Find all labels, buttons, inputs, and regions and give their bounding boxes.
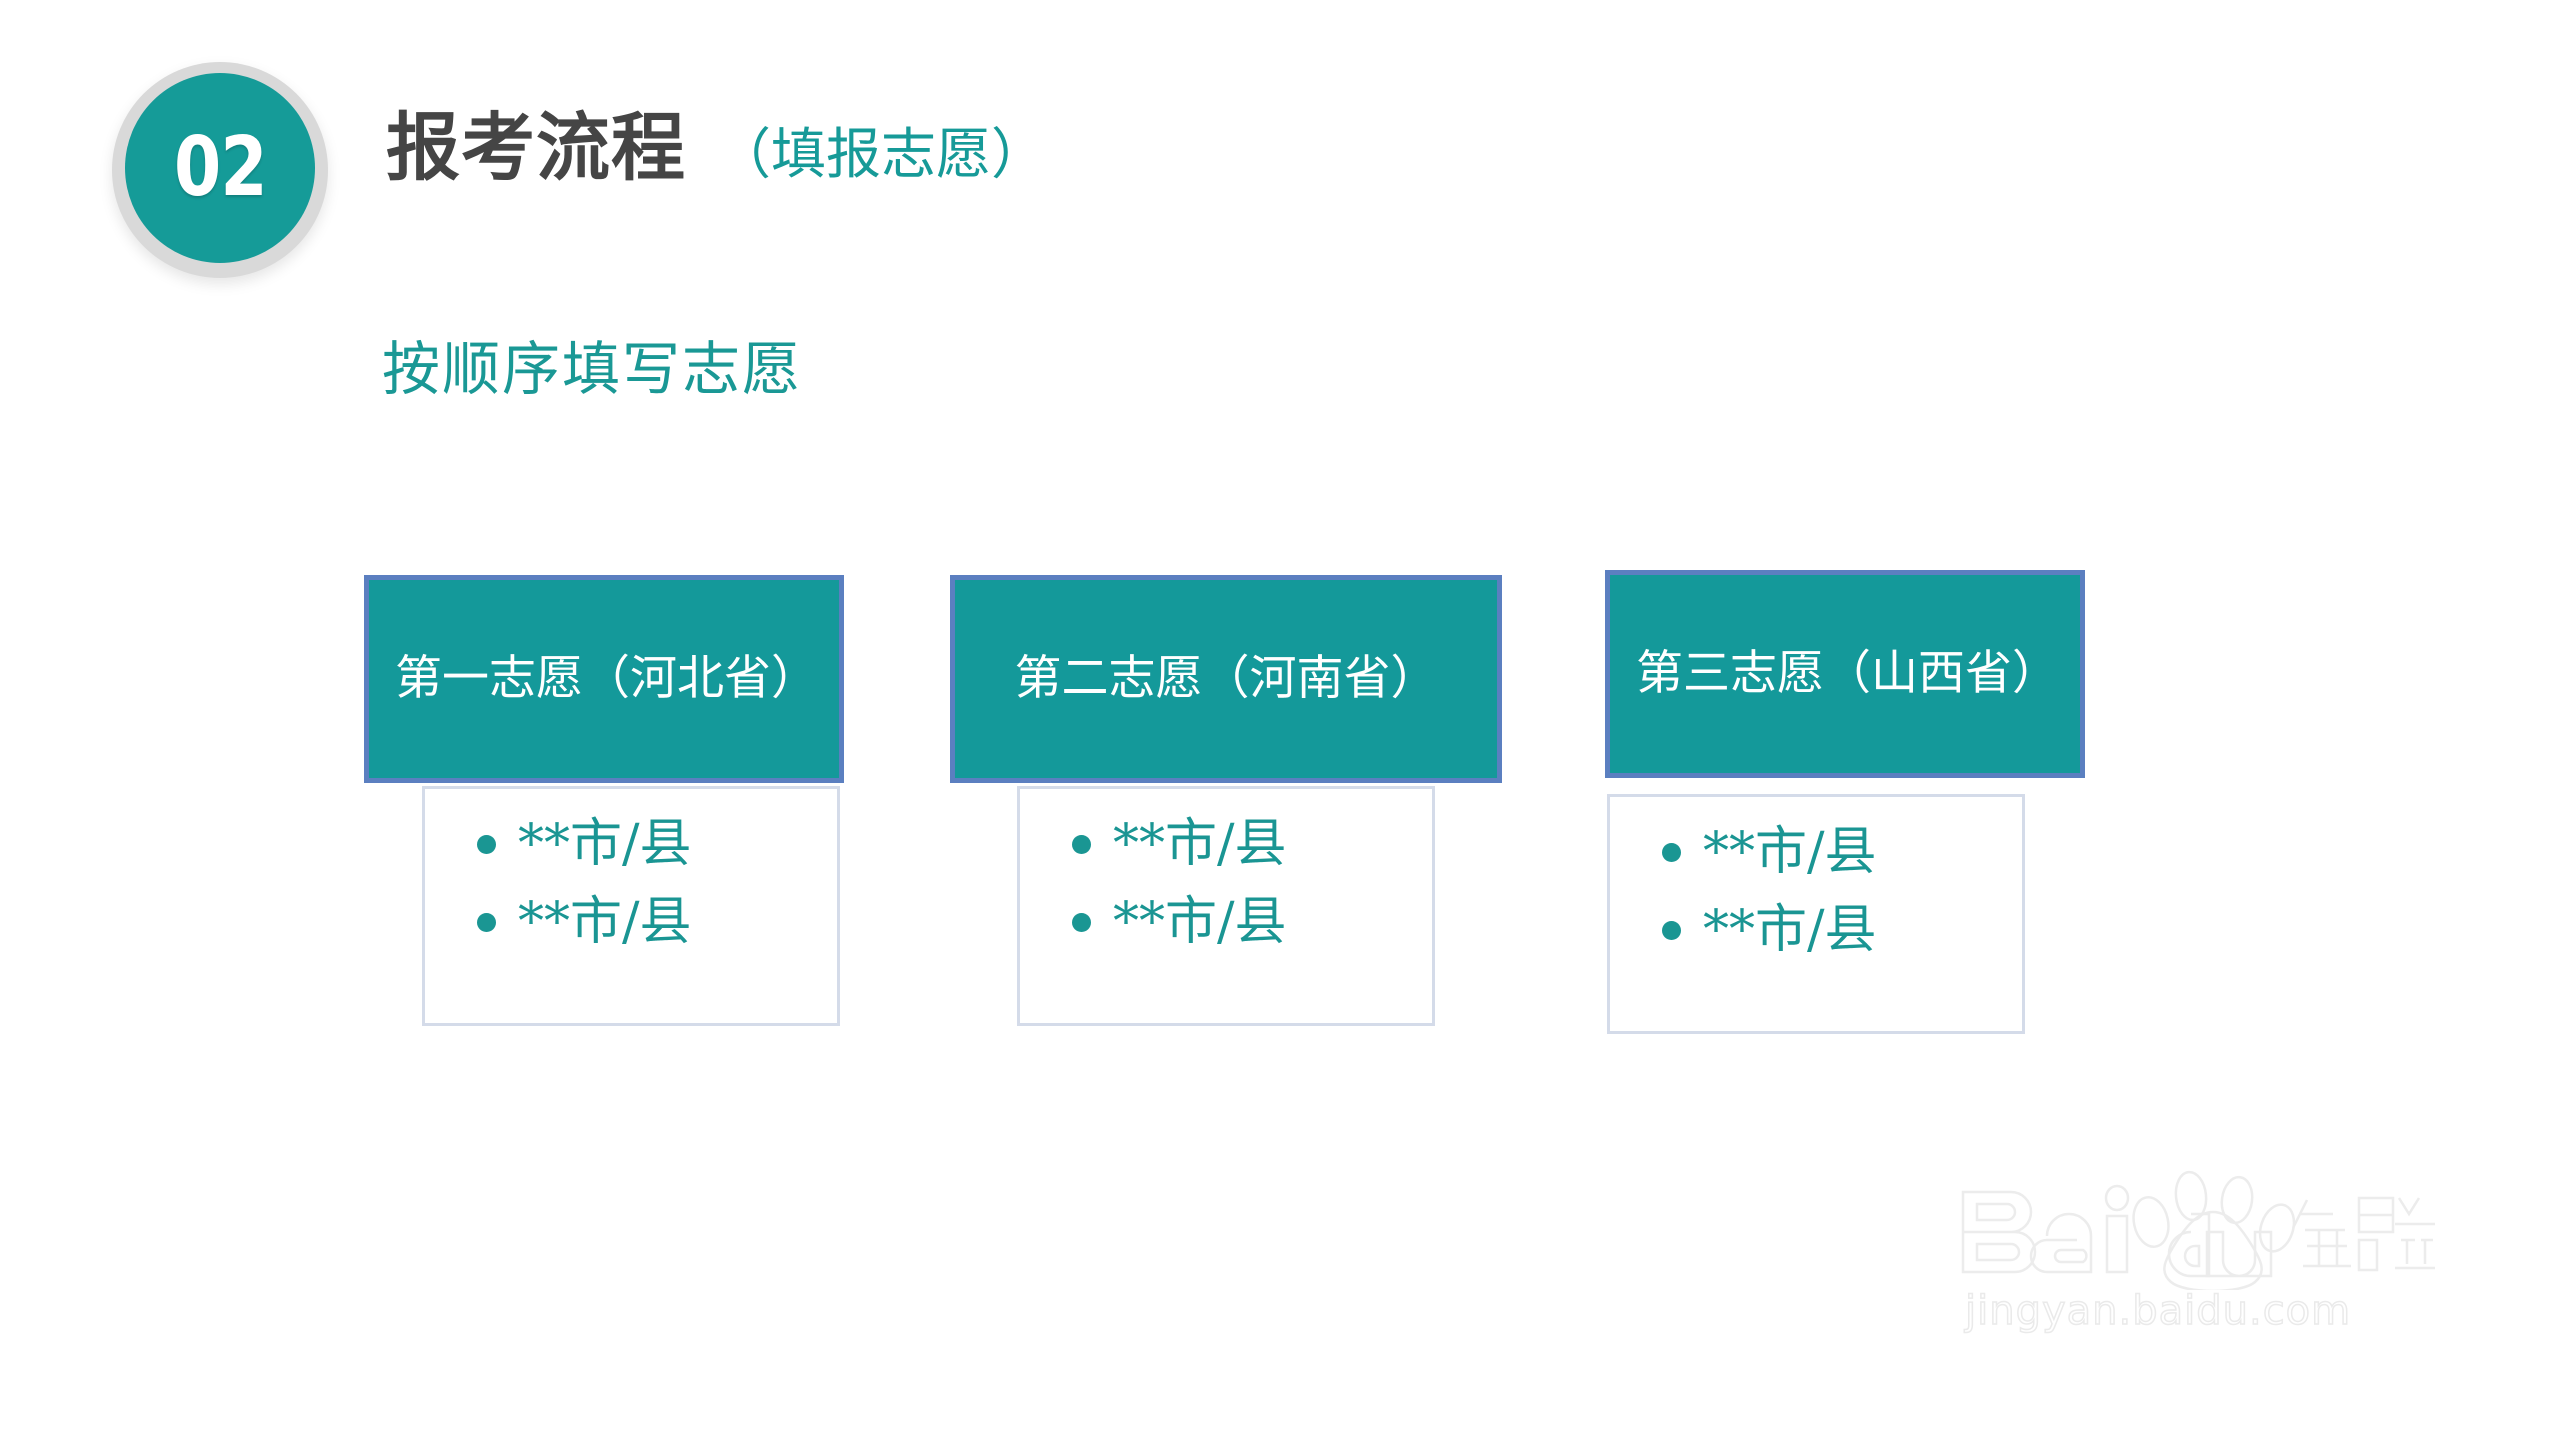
list-item-label: **市/县 — [1703, 822, 1877, 882]
page-title-main: 报考流程 — [386, 105, 686, 191]
list-item: **市/县 — [477, 891, 837, 953]
bullet-dot-icon — [1072, 835, 1091, 855]
page-title: 报考流程 （填报志愿） — [386, 105, 1047, 191]
bullet-dot-icon — [1662, 921, 1681, 941]
list-item-label: **市/县 — [1703, 899, 1877, 960]
list-item-label: **市/县 — [1113, 814, 1287, 874]
choice-card-2-body: **市/县 **市/县 — [1017, 786, 1435, 1026]
choice-card-3-body: **市/县 **市/县 — [1607, 794, 2025, 1034]
list-item-label: **市/县 — [518, 814, 692, 874]
list-item: **市/县 — [477, 814, 837, 875]
choice-card-1-header: 第一志愿（河北省） — [364, 575, 844, 783]
section-subtitle: 按顺序填写志愿 — [382, 335, 803, 403]
choice-card-3-header: 第三志愿（山西省） — [1605, 570, 2085, 778]
section-number-badge: 02 — [112, 62, 328, 278]
list-item: **市/县 — [1072, 814, 1432, 875]
list-item: **市/县 — [1662, 899, 2022, 961]
bullet-dot-icon — [1072, 913, 1091, 933]
list-item: **市/县 — [1072, 891, 1432, 953]
list-item-label: **市/县 — [1113, 891, 1287, 952]
badge-number-label: 02 — [173, 120, 268, 215]
bullet-dot-icon — [477, 835, 496, 855]
bullet-dot-icon — [1662, 843, 1681, 863]
list-item-label: **市/县 — [518, 891, 692, 952]
badge-circle: 02 — [125, 73, 315, 263]
list-item: **市/县 — [1662, 822, 2022, 883]
bullet-dot-icon — [477, 913, 496, 933]
choice-card-2-header: 第二志愿（河南省） — [950, 575, 1502, 783]
page-title-subnote: （填报志愿） — [716, 122, 1047, 186]
choice-card-1-body: **市/县 **市/县 — [422, 786, 840, 1026]
